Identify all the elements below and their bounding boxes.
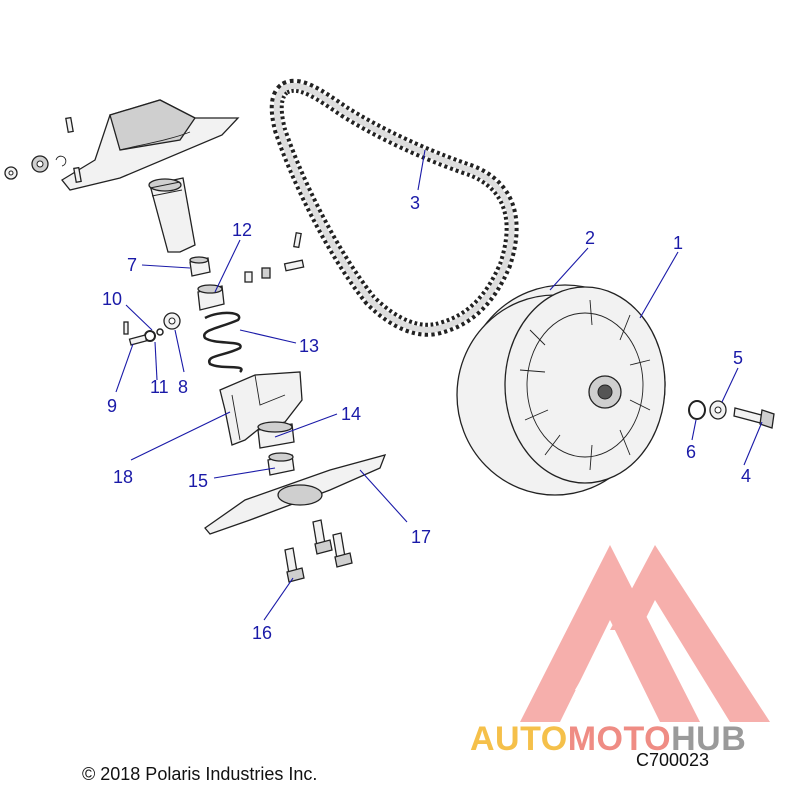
leader-lines xyxy=(115,149,763,621)
brand-hub: HUB xyxy=(671,720,747,758)
watermark-brand: AUTOMOTOHUB xyxy=(470,720,746,759)
callout-3: 3 xyxy=(410,193,420,213)
clutch-cover xyxy=(61,99,240,191)
callout-4: 4 xyxy=(741,466,751,486)
bolts-16 xyxy=(284,519,353,583)
brand-auto: AUTO xyxy=(470,720,568,758)
callout-1: 1 xyxy=(673,233,683,253)
shaft-sleeve xyxy=(148,177,196,253)
callout-8: 8 xyxy=(178,377,188,397)
copyright-notice: © 2018 Polaris Industries Inc. xyxy=(82,764,318,784)
roller-pins xyxy=(244,232,305,283)
bushing-15 xyxy=(267,452,295,476)
callout-2: 2 xyxy=(585,228,595,248)
callout-labels: 1 2 3 4 5 6 7 8 9 10 11 12 13 14 15 16 1… xyxy=(102,193,751,643)
cover-fasteners xyxy=(4,116,82,183)
callout-7: 7 xyxy=(127,255,137,275)
sleeve-14 xyxy=(257,421,295,449)
secondary-clutch-sheave xyxy=(456,284,666,496)
drive-belt xyxy=(269,78,519,337)
callout-5: 5 xyxy=(733,348,743,368)
callout-14: 14 xyxy=(341,404,361,424)
callout-10: 10 xyxy=(102,289,122,309)
callout-12: 12 xyxy=(232,220,252,240)
brand-moto: MOTO xyxy=(567,720,672,758)
bushing-7 xyxy=(189,256,211,277)
callout-9: 9 xyxy=(107,396,117,416)
sheave-plate-17 xyxy=(204,454,387,535)
callout-15: 15 xyxy=(188,471,208,491)
watermark-logo xyxy=(520,545,770,722)
bolt-and-washers xyxy=(688,400,775,429)
callout-17: 17 xyxy=(411,527,431,547)
drawing-code: C700023 xyxy=(636,750,710,770)
callout-18: 18 xyxy=(113,467,133,487)
callout-13: 13 xyxy=(299,336,319,356)
callout-11: 11 xyxy=(150,377,169,397)
callout-16: 16 xyxy=(252,623,272,643)
spring-13 xyxy=(202,311,243,373)
spring-seat-12 xyxy=(197,284,225,311)
pivot-parts xyxy=(123,312,181,346)
callout-6: 6 xyxy=(686,442,696,462)
